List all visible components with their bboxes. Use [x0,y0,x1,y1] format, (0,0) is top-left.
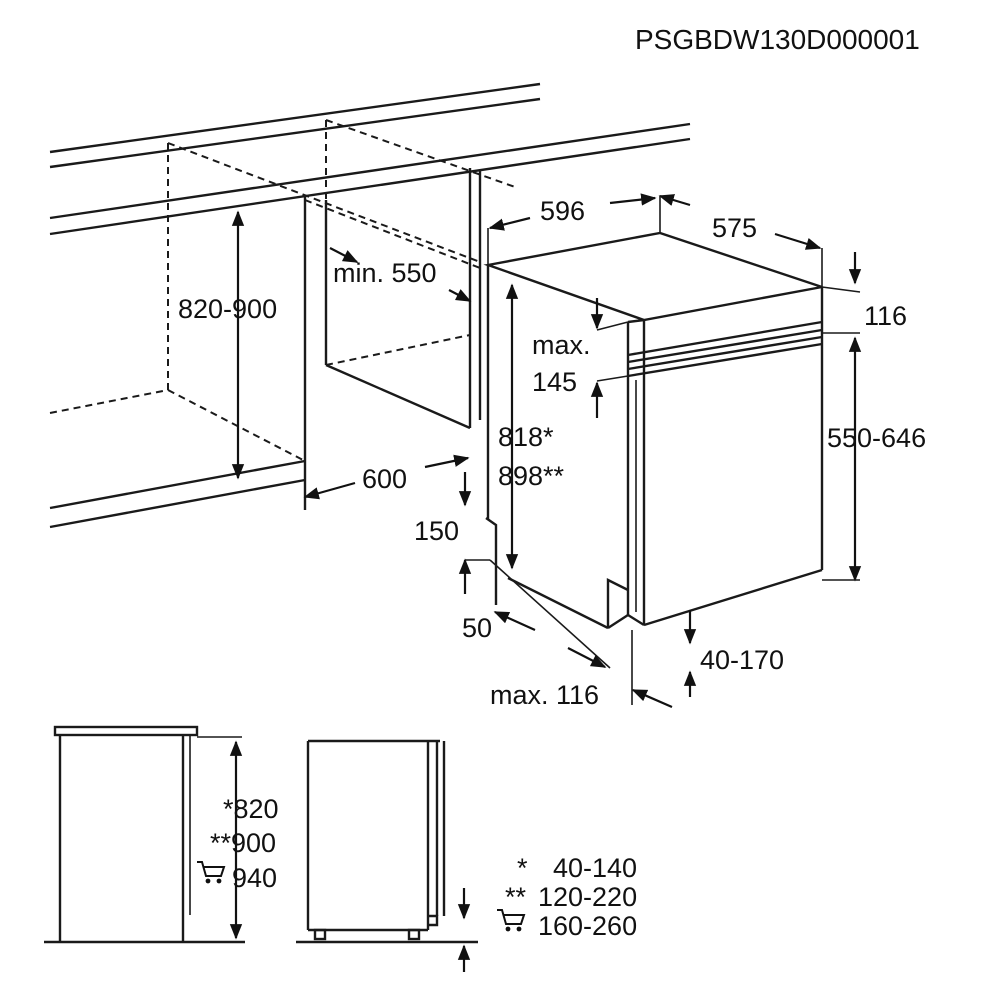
dim-50: 50 [462,613,492,643]
legend-right-star-2: ** [505,882,527,912]
dim-min-depth: min. 550 [333,258,437,288]
side-view-dishwasher [296,739,478,972]
legend-left-820: *820 [223,794,279,824]
dim-height-range: 820-900 [178,294,277,324]
dim-max-116: max. 116 [490,680,599,710]
legend-right-160-260: 160-260 [538,911,637,941]
legend-left-940: 940 [232,863,277,893]
dim-depth-575: 575 [712,213,757,243]
dim-niche-600: 600 [362,464,407,494]
dim-width-596: 596 [540,196,585,226]
shopping-cart-icon [496,909,525,933]
dim-height-818: 818* [498,422,554,452]
dishwasher-body [483,231,824,705]
dim-top-116: 116 [864,301,907,331]
dim-door-range: 550-646 [827,423,926,453]
shopping-cart-icon [196,861,225,885]
dimension-arrows [231,193,862,709]
dim-height-898: 898** [498,461,565,491]
legend-left-900: **900 [210,828,276,858]
model-code: PSGBDW130D000001 [635,24,920,55]
legend-right-star-1: * [517,853,528,883]
legend-right-120-220: 120-220 [538,882,637,912]
dim-plinth-range: 40-170 [700,645,784,675]
legend-right-40-140: 40-140 [553,853,637,883]
side-view-worktop [44,725,245,944]
niche-outline [49,119,516,510]
dim-max-145: 145 [532,367,577,397]
dim-150: 150 [414,516,459,546]
dim-max-label: max. [532,330,591,360]
countertop [49,82,691,529]
